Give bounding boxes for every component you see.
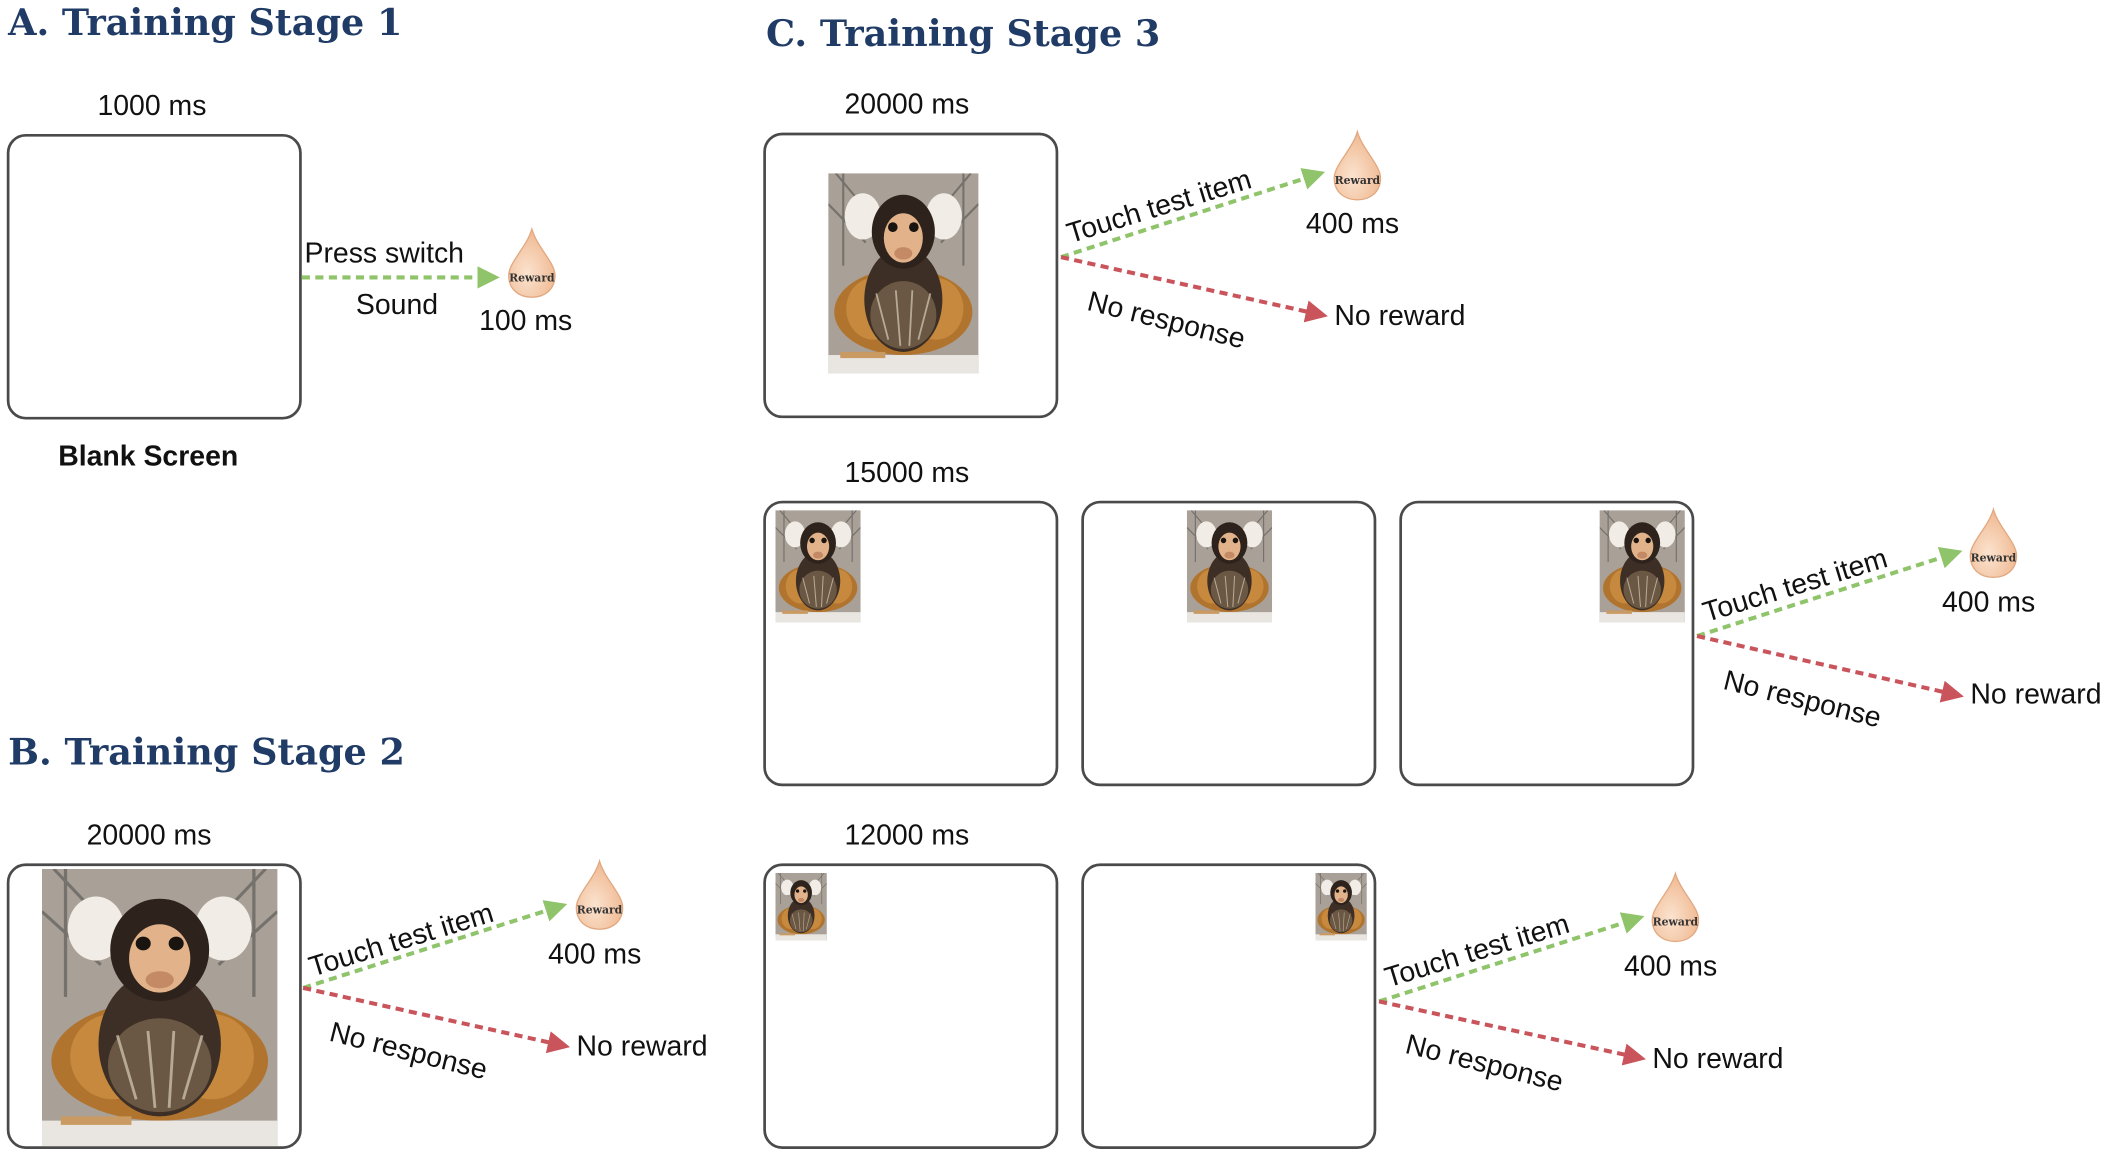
panel-a-action: Press switch [304,238,464,270]
panel-a-duration: 1000 ms [97,90,207,122]
reward-label: Reward [509,270,555,285]
panel-a-reward-duration: 100 ms [479,305,573,337]
panel-c-row1-screen [763,132,1059,419]
panel-a-caption: Blank Screen [58,441,239,473]
no-response-arrow [1060,255,1328,323]
panel-a-blank-screen [6,133,302,420]
panel-c-row2-reward-duration: 400 ms [1941,587,2036,619]
panel-c-row2-screen-1 [763,500,1059,787]
reward-label: Reward [1652,914,1699,929]
reward-drop-icon: Reward [1968,506,2019,579]
touch-arrow [1378,912,1645,1004]
reward-label: Reward [576,902,623,917]
touch-arrow [1060,168,1326,260]
reward-drop-icon: Reward [1650,870,1701,943]
panel-c-row3-duration: 12000 ms [844,820,970,852]
panel-a-heading: A. Training Stage 1 [8,2,403,45]
panel-c-row2-screen-3 [1399,500,1695,787]
panel-b-no-reward: No reward [576,1031,708,1063]
panel-c-row3-screen-2 [1081,863,1377,1149]
panel-b-reward-duration: 400 ms [548,939,642,971]
panel-c-row1-reward-duration: 400 ms [1305,208,1400,240]
reward-drop-icon: Reward [506,226,557,299]
panel-a-feedback: Sound [355,289,439,321]
panel-c-heading: C. Training Stage 3 [765,13,1161,56]
panel-c-row3-no-reward: No reward [1652,1043,1784,1075]
panel-b-heading: B. Training Stage 2 [8,732,405,775]
no-response-arrow [302,985,571,1054]
touch-arrow [302,900,568,990]
reward-drop-icon: Reward [1332,129,1383,202]
panel-c-row2-screen-2 [1081,500,1377,787]
no-response-arrow [1378,999,1646,1066]
panel-c-row2-no-reward: No reward [1970,679,2102,711]
panel-c-row1-duration: 20000 ms [844,89,970,121]
panel-c-row2-duration: 15000 ms [844,457,970,489]
panel-b-duration: 20000 ms [86,820,212,852]
reward-label: Reward [1334,173,1381,187]
touch-arrow [1696,546,1963,638]
reward-drop-icon: Reward [574,858,625,931]
no-response-arrow [1696,634,1964,703]
panel-c-row3-screen-1 [763,863,1059,1149]
reward-label: Reward [1970,550,2017,565]
panel-c-row1-no-reward: No reward [1334,300,1466,332]
panel-b-screen [6,863,302,1149]
panel-c-row3-reward-duration: 400 ms [1623,951,1718,983]
